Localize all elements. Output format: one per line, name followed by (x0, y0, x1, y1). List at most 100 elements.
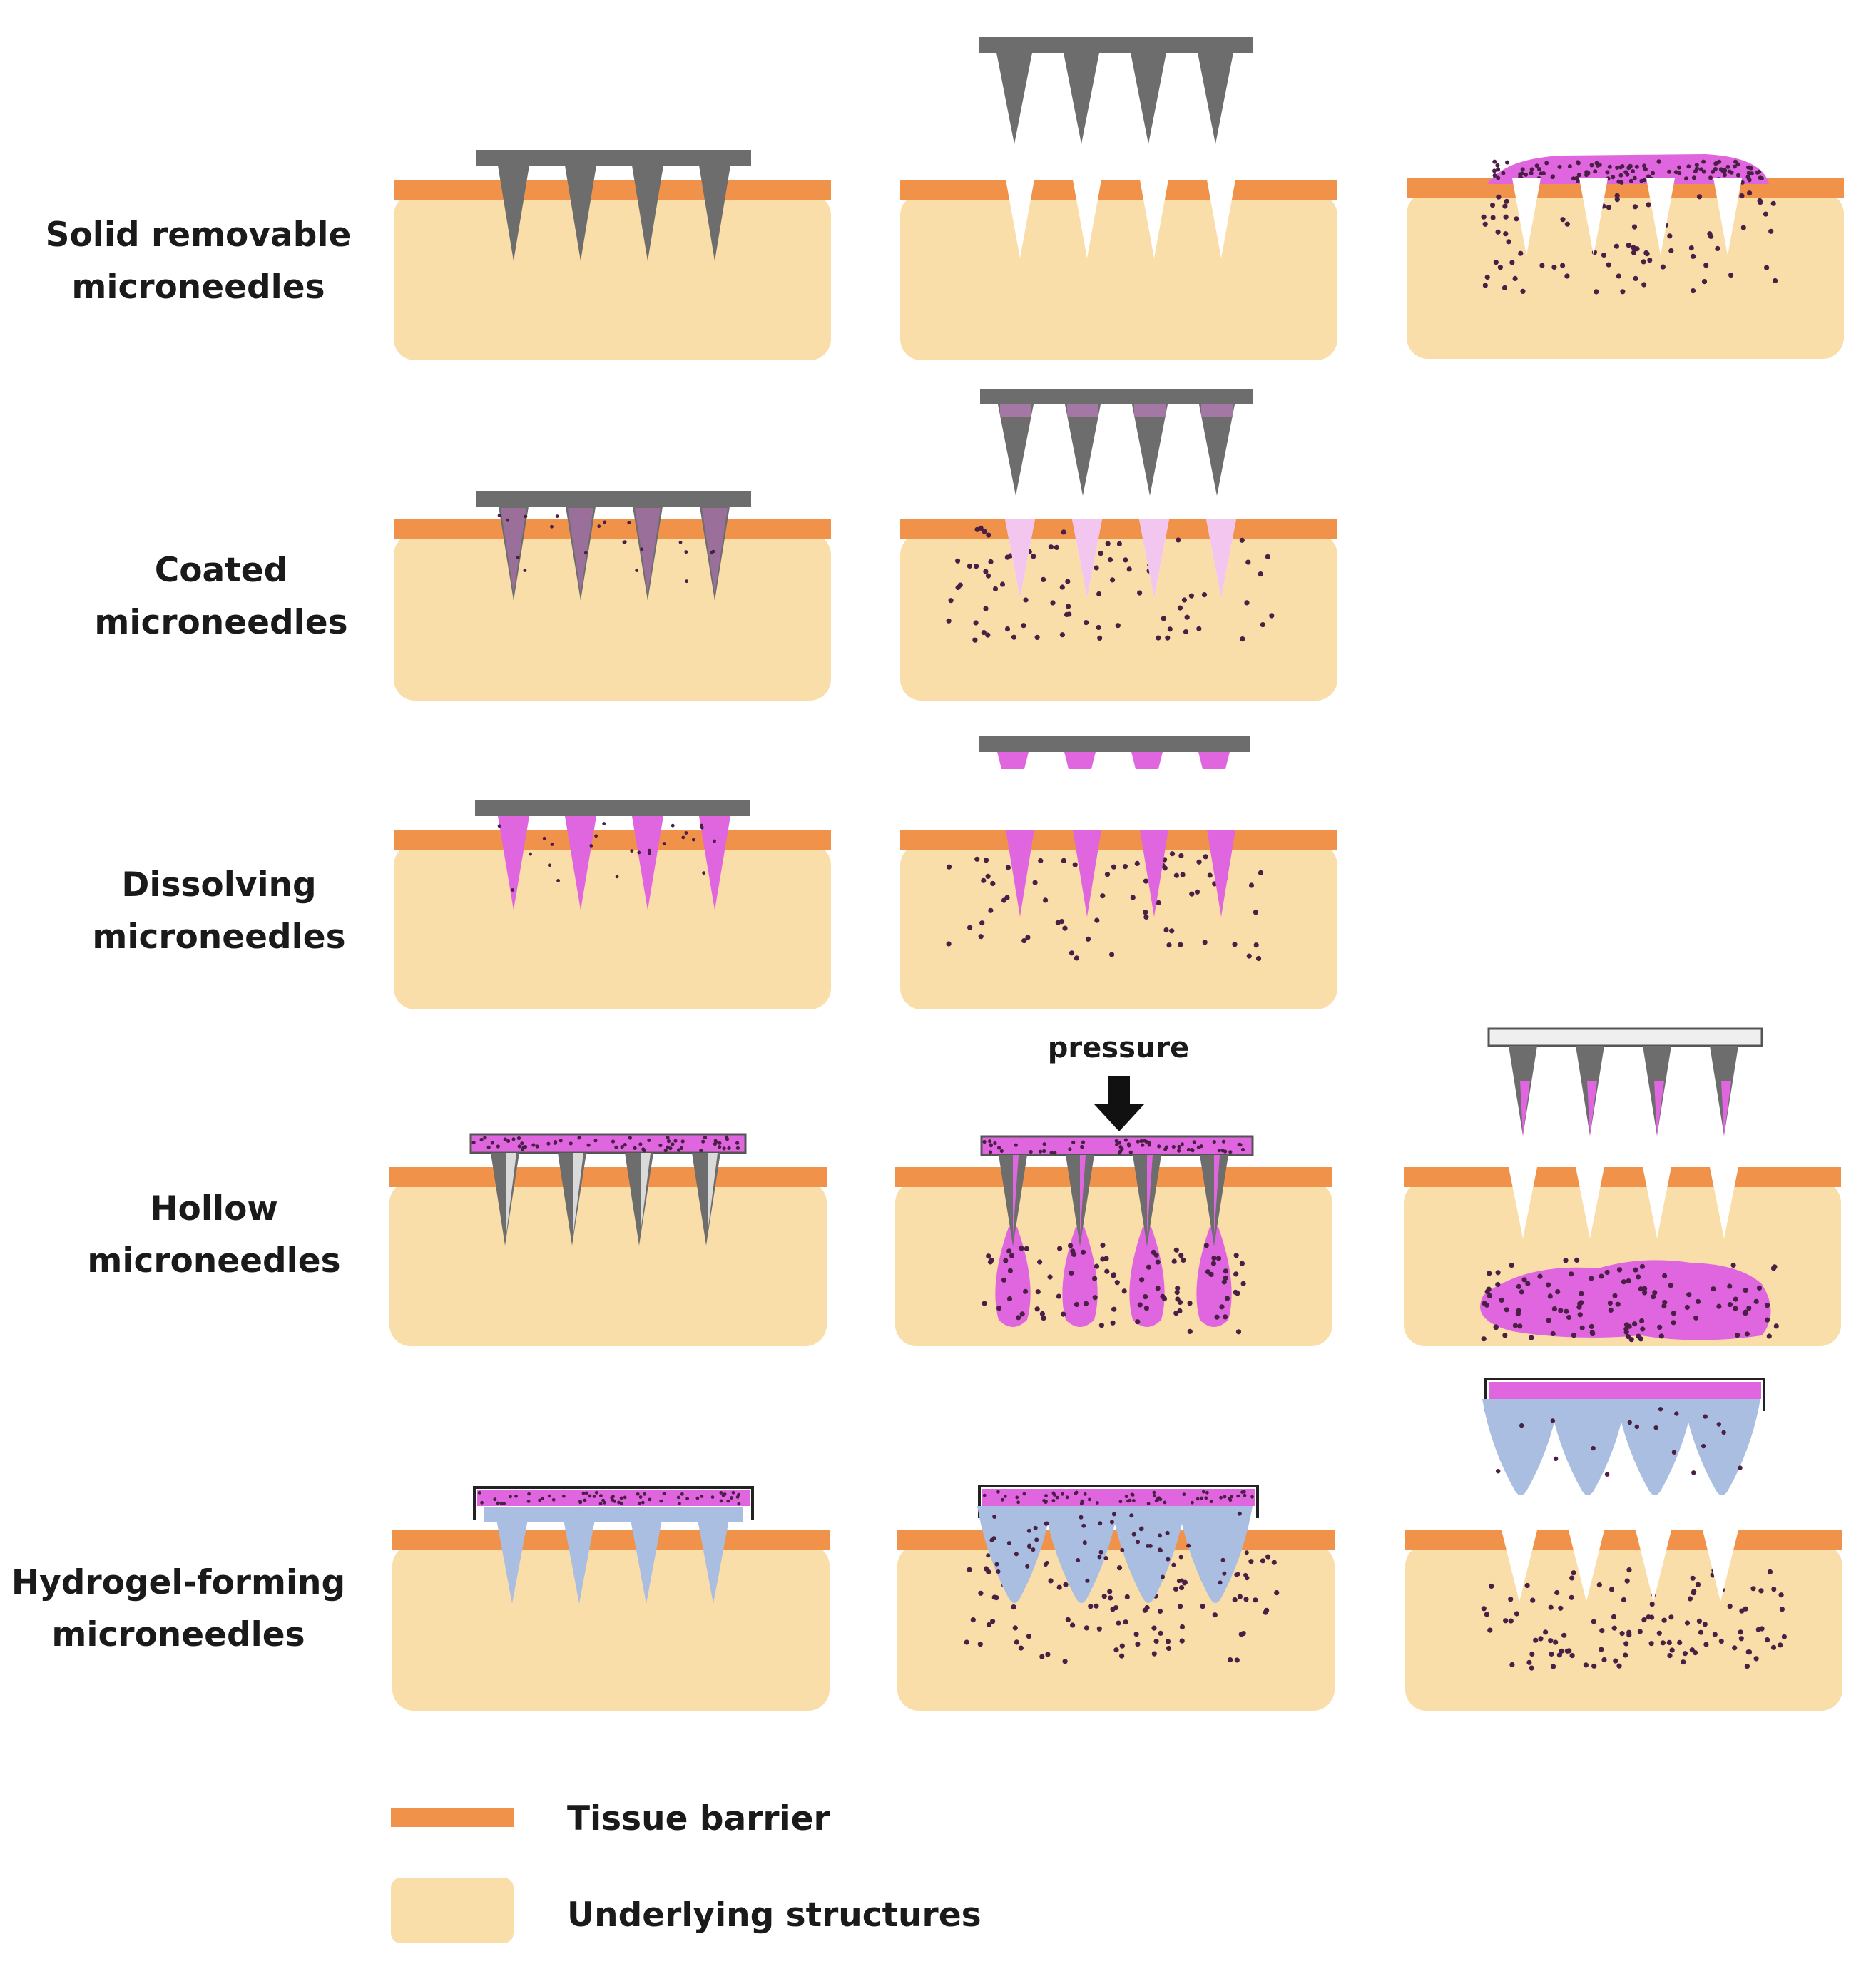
drug-particle-solid-3-layer (1544, 161, 1549, 166)
drug-particle-hydrogel-2 (1116, 1565, 1123, 1571)
drug-particle-hydrogel-2-needles (1146, 1543, 1151, 1548)
drug-particle-dissolving-2 (1143, 914, 1149, 920)
drug-particle-solid-3-layer (1557, 164, 1562, 169)
drug-particle-hydrogel-3 (1727, 1604, 1733, 1609)
drug-particle-hollow-3 (1525, 1281, 1531, 1286)
drug-particle-hydrogel-2-needles (1034, 1537, 1039, 1542)
drug-particle-hollow-3 (1551, 1306, 1557, 1312)
drug-particle-hollow-2 (1041, 1316, 1046, 1321)
drug-particle-solid-3 (1614, 193, 1620, 198)
drug-particle-dissolving-1 (615, 875, 619, 879)
drug-particle-dissolving-2 (1094, 917, 1100, 923)
drug-particle-hollow-3 (1773, 1323, 1779, 1329)
drug-particle-hollow-2 (1174, 1289, 1180, 1296)
drug-particle-coated-2 (955, 558, 961, 564)
drug-particle-hollow-3 (1577, 1312, 1583, 1318)
drug-particle-hydrogel-3 (1551, 1664, 1556, 1669)
drug-particle-hydrogel-1-reservoir (496, 1501, 500, 1505)
drug-particle-coated-2 (1110, 577, 1116, 583)
drug-particle-hollow-1-reservoir (586, 1143, 591, 1147)
drug-particle-hydrogel-2-reservoir (1243, 1493, 1247, 1497)
drug-particle-hydrogel-3-needles (1496, 1469, 1501, 1474)
drug-particle-hollow-2-reservoir (1128, 1150, 1133, 1154)
drug-particle-hydrogel-2 (1039, 1654, 1045, 1659)
drug-particle-hollow-2-reservoir (1127, 1144, 1131, 1148)
drug-particle-hollow-2-reservoir (1196, 1145, 1200, 1149)
pressure-label: pressure (1048, 1032, 1189, 1064)
drug-particle-solid-3 (1728, 273, 1734, 278)
drug-particle-solid-3 (1763, 211, 1768, 217)
tissue-barrier-hollow-3 (1404, 1167, 1841, 1187)
drug-particle-coated-2 (1265, 554, 1270, 559)
drug-particle-coated-1 (497, 514, 501, 517)
drug-particle-solid-3-layer (1492, 173, 1497, 178)
drug-particle-hollow-2 (996, 1306, 1002, 1311)
drug-particle-dissolving-1 (681, 835, 685, 840)
drug-particle-dissolving-2 (1156, 900, 1161, 905)
drug-particle-hydrogel-2 (1014, 1639, 1019, 1645)
drug-particle-coated-2 (972, 637, 978, 643)
microneedle-hydrogel-1-3 (698, 1520, 729, 1604)
drug-particle-dissolving-1 (497, 824, 501, 828)
skin-hole-hydrogel-3-0 (1502, 1530, 1537, 1602)
drug-particle-hydrogel-2 (1088, 1604, 1094, 1609)
drug-particle-hydrogel-2-needles (1220, 1557, 1225, 1562)
legend-underlying-structures-swatch (391, 1878, 514, 1943)
drug-particle-hydrogel-2-needles (986, 1553, 991, 1558)
microneedle-coated-2-3 (1199, 404, 1235, 496)
drug-particle-hydrogel-3 (1641, 1617, 1647, 1623)
drug-particle-hydrogel-1-reservoir (719, 1491, 723, 1495)
drug-particle-hydrogel-2-reservoir (1051, 1499, 1056, 1502)
drug-particle-hollow-2-reservoir (997, 1146, 1001, 1150)
drug-particle-solid-3-layer (1492, 159, 1497, 164)
drug-particle-solid-3-layer (1642, 178, 1647, 183)
drug-particle-solid-3-layer (1735, 162, 1740, 167)
drug-particle-hydrogel-1-reservoir (493, 1497, 497, 1502)
drug-particle-hydrogel-2-needles (1178, 1555, 1183, 1560)
drug-particle-hydrogel-3 (1626, 1567, 1632, 1573)
drug-particle-hydrogel-2-needles (1103, 1556, 1108, 1560)
drug-particle-coated-2 (1184, 614, 1190, 620)
drug-particle-hydrogel-2-needles (1025, 1564, 1030, 1569)
drug-particle-hydrogel-3 (1765, 1637, 1770, 1643)
drug-particle-hydrogel-3 (1616, 1663, 1622, 1669)
drug-particle-solid-3 (1644, 251, 1650, 257)
drug-particle-dissolving-2 (1194, 889, 1200, 895)
drug-particle-hydrogel-1-reservoir (737, 1492, 740, 1497)
microneedle-dissolving-1-2 (632, 816, 663, 910)
drug-particle-solid-3 (1560, 217, 1566, 223)
drug-particle-dissolving-2 (1111, 864, 1117, 870)
drug-particle-hollow-3 (1516, 1283, 1521, 1289)
drug-particle-solid-3-layer (1701, 159, 1706, 164)
drug-particle-hydrogel-2-reservoir (1083, 1492, 1087, 1496)
drug-particle-dissolving-2 (1253, 942, 1259, 948)
drug-particle-hollow-2 (1024, 1246, 1029, 1251)
skin-hole-hollow-3-0 (1509, 1167, 1537, 1238)
drug-particle-hollow-3 (1512, 1323, 1518, 1328)
tissue-panels (389, 178, 1844, 1711)
drug-particle-hollow-1-reservoir (714, 1140, 718, 1144)
drug-particle-hydrogel-1-reservoir (636, 1492, 640, 1496)
drug-particle-coated-2 (1034, 634, 1040, 641)
drug-particle-hollow-2 (1006, 1296, 1013, 1302)
underlying-structure-solid-2 (900, 194, 1337, 360)
drug-particle-hollow-3 (1615, 1301, 1621, 1307)
drug-particle-hollow-3 (1684, 1304, 1690, 1311)
drug-particle-hydrogel-2 (1135, 1642, 1141, 1647)
drug-particle-hydrogel-2 (1094, 1603, 1099, 1609)
drug-particle-hollow-1-reservoir (735, 1146, 740, 1150)
drug-particle-hollow-1-reservoir (614, 1145, 618, 1149)
drug-particle-hydrogel-1-reservoir (700, 1495, 704, 1498)
drug-particle-hollow-1-reservoir (638, 1142, 643, 1146)
drug-particle-hollow-3 (1608, 1307, 1614, 1313)
drug-particle-hollow-3 (1696, 1298, 1701, 1304)
drug-particle-dissolving-2 (1001, 897, 1007, 903)
drug-particle-hydrogel-3 (1508, 1597, 1514, 1602)
drug-particle-hollow-1-reservoir (486, 1145, 491, 1149)
drug-particle-hollow-3 (1639, 1263, 1646, 1269)
drug-particle-hollow-2 (1151, 1249, 1156, 1255)
drug-particle-coated-2 (1066, 604, 1071, 609)
drug-particle-hollow-2-reservoir (999, 1149, 1004, 1153)
drug-particle-hollow-2 (1205, 1269, 1210, 1275)
drug-particle-hydrogel-2-reservoir (1228, 1497, 1232, 1501)
